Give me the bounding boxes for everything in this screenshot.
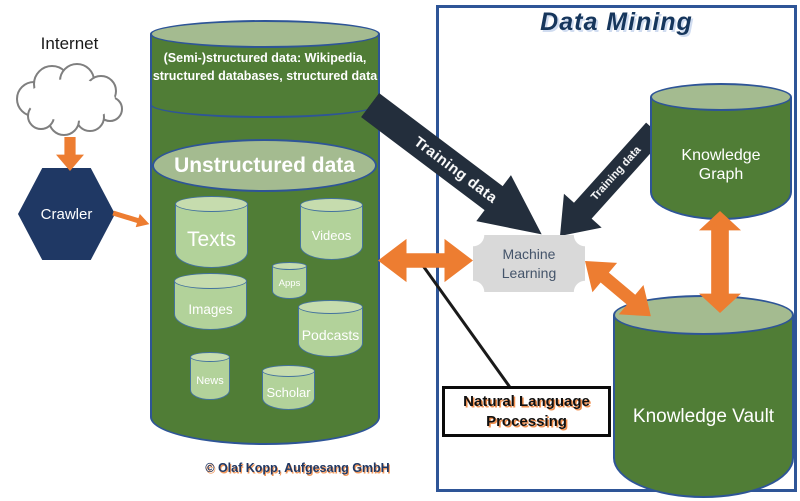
podcasts-cylinder: Podcasts xyxy=(298,300,363,357)
scholar-cylinder: Scholar xyxy=(262,365,315,410)
scholar-label: Scholar xyxy=(266,385,311,401)
unstructured-data-ellipse: Unstructured data xyxy=(152,139,377,192)
source-cylinder-top xyxy=(150,20,380,48)
knowledge-vault-cylinder: Knowledge Vault xyxy=(613,295,794,498)
apps-cylinder: Apps xyxy=(272,262,307,299)
knowledge-graph-label: Knowledge Graph xyxy=(681,147,761,183)
news-label: News xyxy=(196,374,224,387)
cloud-icon xyxy=(16,63,123,136)
videos-label: Videos xyxy=(311,227,352,243)
crawler-label: Crawler xyxy=(40,205,93,223)
nlp-box: Natural Language Processing xyxy=(442,386,611,437)
internet-label: Internet xyxy=(40,34,99,53)
semi-structured-text: (Semi-)structured data: Wikipedia, struc… xyxy=(152,51,378,83)
videos-cylinder: Videos xyxy=(300,198,363,260)
podcasts-label: Podcasts xyxy=(301,327,360,344)
machine-learning-label: Machine Learning xyxy=(501,246,557,281)
images-label: Images xyxy=(188,301,233,317)
copyright-text: © Olaf Kopp, Aufgesang GmbH xyxy=(205,461,390,475)
news-cylinder: News xyxy=(190,352,230,400)
data-mining-title: Data Mining xyxy=(540,8,693,36)
crawler-node: Crawler xyxy=(18,168,115,260)
apps-label: Apps xyxy=(278,278,301,290)
internet-panel xyxy=(0,57,139,142)
nlp-label: Natural Language Processing xyxy=(463,393,590,430)
internet-to-crawler-arrow-icon xyxy=(56,137,84,171)
crawler-to-sources-arrow-icon xyxy=(111,206,151,230)
data-mining-box xyxy=(436,5,797,492)
images-cylinder: Images xyxy=(174,273,247,330)
knowledge-vault-label: Knowledge Vault xyxy=(632,405,775,427)
knowledge-graph-cylinder: Knowledge Graph xyxy=(650,83,792,220)
texts-label: Texts xyxy=(186,227,236,251)
machine-learning-box: Machine Learning xyxy=(473,235,585,292)
texts-cylinder: Texts xyxy=(175,196,248,268)
